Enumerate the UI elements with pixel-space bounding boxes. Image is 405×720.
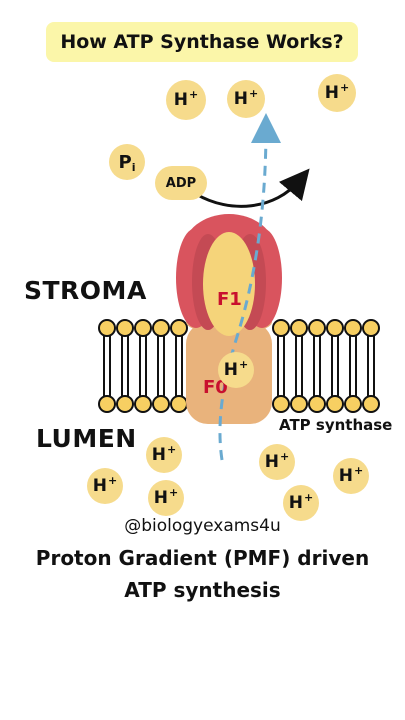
- lipid-head: [134, 395, 152, 413]
- proton-ion: H+: [218, 352, 254, 388]
- proton-symbol: H: [223, 360, 238, 380]
- proton-ion: H+: [148, 480, 184, 516]
- proton-charge: +: [169, 485, 179, 499]
- proton-ion: H+: [87, 468, 123, 504]
- proton-ion: H+: [318, 74, 356, 112]
- proton-charge: +: [354, 463, 364, 477]
- proton-ion: H+: [283, 485, 319, 521]
- adp-label: ADP: [165, 175, 197, 191]
- lipid-head: [116, 319, 134, 337]
- proton-charge: +: [340, 80, 350, 94]
- lipid-head: [344, 319, 362, 337]
- f1-subunit: [176, 214, 282, 336]
- proton-charge: +: [239, 357, 249, 371]
- lipid-head: [170, 395, 188, 413]
- author-handle: @biologyexams4u: [124, 516, 281, 536]
- adp-molecule: ADP: [155, 166, 207, 200]
- lipid-head: [326, 319, 344, 337]
- lipid-head: [308, 395, 326, 413]
- lipid-head: [344, 395, 362, 413]
- proton-symbol: H: [92, 476, 107, 496]
- proton-symbol: H: [288, 493, 303, 513]
- synthesis-arrow: [195, 168, 310, 208]
- proton-ion: H+: [259, 444, 295, 480]
- proton-flow-arrow: [218, 113, 281, 461]
- caption-line-2: ATP synthesis: [124, 578, 281, 602]
- title-banner: How ATP Synthase Works?: [46, 22, 358, 62]
- proton-ion: H+: [227, 80, 265, 118]
- proton-charge: +: [304, 490, 314, 504]
- stroma-label: STROMA: [24, 276, 147, 305]
- proton-ion: H+: [146, 437, 182, 473]
- proton-charge: +: [167, 442, 177, 456]
- page-title: How ATP Synthase Works?: [60, 31, 344, 53]
- lipid-head: [152, 319, 170, 337]
- proton-symbol: H: [324, 83, 339, 103]
- proton-symbol: H: [264, 452, 279, 472]
- proton-symbol: H: [233, 89, 248, 109]
- atp-synthase-label: ATP synthase: [279, 416, 393, 434]
- proton-ion: H+: [333, 458, 369, 494]
- lipid-head: [290, 319, 308, 337]
- phosphate-label: P: [118, 151, 132, 173]
- lipid-head: [152, 395, 170, 413]
- lipid-head: [134, 319, 152, 337]
- f0-label: F0: [203, 377, 228, 398]
- proton-ion: H+: [166, 80, 206, 120]
- proton-symbol: H: [153, 488, 168, 508]
- lipid-head: [326, 395, 344, 413]
- lipid-head: [272, 395, 290, 413]
- lipid-head: [308, 319, 326, 337]
- lipid-head: [290, 395, 308, 413]
- phosphate-subscript: i: [131, 160, 136, 174]
- lipid-head: [272, 319, 290, 337]
- proton-charge: +: [249, 86, 259, 100]
- lipid-head: [98, 319, 116, 337]
- proton-symbol: H: [173, 90, 188, 110]
- membrane-right: [272, 319, 380, 413]
- lumen-label: LUMEN: [36, 424, 137, 453]
- f1-label: F1: [217, 289, 242, 310]
- proton-charge: +: [108, 473, 118, 487]
- lipid-head: [170, 319, 188, 337]
- proton-symbol: H: [338, 466, 353, 486]
- lipid-head: [116, 395, 134, 413]
- membrane-left: [98, 319, 188, 413]
- lipid-head: [362, 395, 380, 413]
- proton-symbol: H: [151, 445, 166, 465]
- caption-line-1: Proton Gradient (PMF) driven: [35, 546, 370, 570]
- lipid-head: [362, 319, 380, 337]
- proton-charge: +: [280, 449, 290, 463]
- proton-charge: +: [189, 87, 199, 101]
- lipid-head: [98, 395, 116, 413]
